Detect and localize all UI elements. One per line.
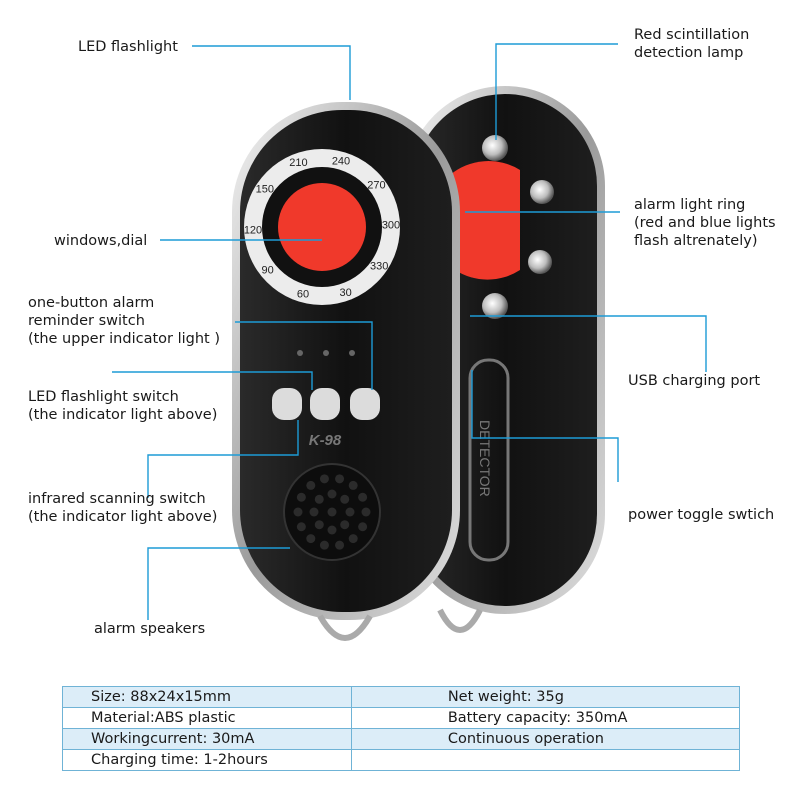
label-alarm-speakers: alarm speakers	[94, 621, 206, 637]
spec-row: Material:ABS plastic Battery capacity: 3…	[62, 707, 741, 729]
scintillation-led-1	[482, 135, 508, 161]
dial-number: 300	[382, 220, 400, 232]
leader-usb-port	[470, 315, 707, 372]
speaker-hole	[327, 489, 337, 499]
spec-cell: Size: 88x24x15mm	[62, 686, 352, 708]
leader-speakers	[147, 547, 290, 620]
front-keyring	[317, 614, 373, 641]
speaker-hole	[296, 492, 306, 502]
label-led-flashlight: LED flashlight	[78, 39, 178, 55]
label-alarm-light-ring: alarm light ring (red and blue lights fl…	[634, 197, 776, 249]
flashlight-switch-button	[310, 388, 340, 420]
dial-number: 30	[339, 287, 351, 299]
spec-table: Size: 88x24x15mm Net weight: 35g Materia…	[62, 686, 741, 771]
infrared-switch-button	[272, 388, 302, 420]
indicator-dot-2	[323, 350, 329, 356]
label-usb-port: USB charging port	[628, 373, 761, 389]
speaker-hole	[340, 520, 350, 530]
spec-cell	[350, 749, 741, 771]
label-red-lamp: Red scintillation detection lamp	[634, 27, 750, 61]
label-led-flashlight-switch: LED flashlight switch (the indicator lig…	[28, 389, 218, 423]
side-text: DETECTOR	[477, 420, 493, 497]
speaker-hole	[335, 540, 345, 550]
model-label: K-98	[309, 432, 342, 449]
speaker-hole	[306, 534, 316, 544]
speaker-hole	[293, 507, 303, 517]
dial-number: 330	[370, 261, 388, 273]
label-infrared-switch: infrared scanning switch (the indicator …	[28, 491, 218, 525]
leader-lines	[112, 43, 707, 620]
back-side-panel	[468, 358, 510, 562]
speaker-hole	[335, 474, 345, 484]
speaker-holes	[293, 474, 371, 550]
speaker-hole	[309, 507, 319, 517]
label-power-switch: power toggle swtich	[628, 507, 775, 523]
speaker-hole	[361, 507, 371, 517]
spec-row: Workingcurrent: 30mA Continuous operatio…	[62, 728, 741, 750]
dial-number: 240	[332, 156, 350, 168]
label-windows-dial: windows,dial	[54, 233, 148, 249]
back-lens	[450, 161, 520, 280]
indicator-dot-1	[297, 350, 303, 356]
leader-led-flashlight	[192, 45, 351, 100]
spec-row: Charging time: 1-2hours	[62, 749, 741, 771]
speaker-hole	[348, 534, 358, 544]
speaker-hole	[358, 522, 368, 532]
dial-number: 270	[367, 180, 385, 192]
leader-infrared-switch	[147, 420, 299, 498]
speaker-hole	[327, 507, 337, 517]
dial-number: 60	[297, 288, 309, 300]
speaker-hole	[314, 520, 324, 530]
dial-number: 150	[256, 183, 274, 195]
leader-power-switch	[471, 370, 619, 482]
speaker-hole	[340, 494, 350, 504]
leader-flashlight-switch	[112, 371, 313, 390]
leader-alarm-switch	[235, 321, 373, 390]
spec-row: Size: 88x24x15mm Net weight: 35g	[62, 686, 741, 708]
spec-cell: Continuous operation	[350, 728, 741, 750]
leader-red-lamp	[495, 43, 618, 140]
spec-cell: Workingcurrent: 30mA	[62, 728, 352, 750]
label-alarm-reminder-switch: one-button alarm reminder switch (the up…	[28, 295, 220, 347]
alarm-switch-button	[350, 388, 380, 420]
dial-number: 210	[289, 157, 307, 169]
scintillation-led-4	[482, 293, 508, 319]
dial-numbers: 210 240 270 300 330 30 60 90 120 150	[244, 156, 400, 301]
back-keyring	[437, 608, 483, 633]
scintillation-led-3	[528, 250, 552, 274]
dial-number: 90	[261, 265, 273, 277]
speaker-hole	[358, 492, 368, 502]
front-device: 210 240 270 300 330 30 60 90 120 150 K-98	[232, 102, 460, 641]
speaker-hole	[296, 522, 306, 532]
spec-cell: Material:ABS plastic	[62, 707, 352, 729]
speaker-hole	[345, 507, 355, 517]
speaker-hole	[327, 525, 337, 535]
speaker-hole	[314, 494, 324, 504]
dial-number: 120	[244, 224, 262, 236]
lens-window	[278, 183, 366, 271]
speaker-hole	[348, 480, 358, 490]
spec-cell: Charging time: 1-2hours	[62, 749, 352, 771]
spec-cell: Net weight: 35g	[350, 686, 741, 708]
indicator-dot-3	[349, 350, 355, 356]
spec-cell: Battery capacity: 350mA	[350, 707, 741, 729]
speaker-hole	[319, 540, 329, 550]
scintillation-led-2	[530, 180, 554, 204]
speaker-hole	[306, 480, 316, 490]
device-diagram: DETECTOR 210 240 270 300 330 30 60 90 120 150 K-9…	[112, 43, 707, 641]
speaker-hole	[319, 474, 329, 484]
